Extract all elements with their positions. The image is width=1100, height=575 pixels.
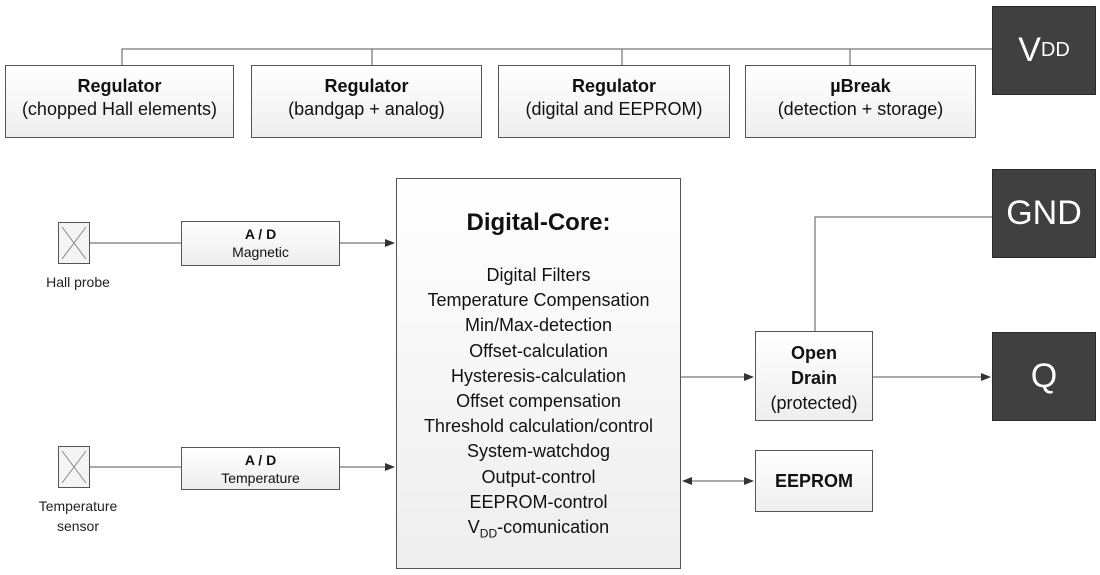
opendrain-to-gnd-line: [814, 216, 992, 331]
ubreak-box: µBreak (detection + storage): [745, 65, 976, 138]
hall-probe-label: Hall probe: [46, 274, 110, 290]
ad-temperature-top: A / D: [244, 452, 277, 468]
cross-icon: [61, 450, 87, 484]
eeprom-box: EEPROM: [755, 450, 873, 512]
gnd-pin-label: GND: [1006, 194, 1082, 232]
digital-core-title: Digital-Core:: [466, 209, 611, 236]
vdd-comm-sub: DD: [479, 526, 498, 541]
regulator-digital-title: Regulator: [571, 76, 656, 96]
vdd-bus-line: [121, 48, 992, 65]
hall-probe-icon: [58, 222, 90, 264]
temperature-sensor-label-line1: Temperature: [38, 498, 118, 514]
ad-temperature-bottom: Temperature: [221, 470, 300, 486]
open-drain-line1: Open: [790, 343, 837, 363]
core-function: Threshold calculation/control: [423, 416, 654, 437]
open-drain-line2: Drain: [790, 368, 837, 388]
core-function-vdd-communication: VDD-comunication: [397, 515, 680, 547]
core-function: Temperature Compensation: [427, 290, 650, 311]
vdd-comm-suffix: -comunication: [497, 517, 610, 538]
core-function: Digital Filters: [486, 265, 591, 285]
open-drain-line3: (protected): [770, 393, 858, 413]
ubreak-subtitle: (detection + storage): [777, 99, 944, 119]
core-function: Min/Max-detection: [464, 315, 613, 336]
regulator-digital-box: Regulator (digital and EEPROM): [498, 65, 730, 138]
vdd-pin-main: V: [1018, 31, 1041, 69]
regulator-analog-title: Regulator: [324, 76, 409, 96]
q-pin-label: Q: [1030, 357, 1058, 395]
vdd-pin-sub: DD: [1040, 39, 1070, 61]
ad-temperature-box: A / D Temperature: [181, 447, 340, 490]
ad-magnetic-bottom: Magnetic: [232, 244, 289, 260]
open-drain-box: Open Drain (protected): [755, 331, 873, 421]
temperature-sensor-label-line2: sensor: [56, 518, 100, 534]
regulator-hall-box: Regulator (chopped Hall elements): [5, 65, 234, 138]
cross-icon: [61, 226, 87, 260]
core-function: EEPROM-control: [469, 491, 608, 512]
core-function: Offset-calculation: [469, 340, 608, 361]
regulator-analog-subtitle: (bandgap + analog): [288, 99, 445, 119]
ad-magnetic-box: A / D Magnetic: [181, 221, 340, 266]
core-function: Output-control: [481, 466, 596, 487]
core-function: Offset compensation: [456, 391, 621, 412]
gnd-pin: GND: [992, 169, 1096, 258]
regulator-analog-box: Regulator (bandgap + analog): [251, 65, 482, 138]
regulator-digital-subtitle: (digital and EEPROM): [525, 99, 703, 119]
q-pin: Q: [992, 332, 1096, 421]
digital-core-box: Digital-Core: Digital Filters Temperatur…: [396, 178, 681, 569]
ubreak-title: µBreak: [830, 76, 891, 96]
temperature-sensor-icon: [58, 446, 90, 488]
core-function: Hysteresis-calculation: [450, 365, 627, 386]
regulator-hall-subtitle: (chopped Hall elements): [21, 99, 218, 119]
eeprom-label: EEPROM: [774, 470, 853, 491]
temperature-sensor-label: Temperature sensor: [14, 496, 142, 536]
vdd-comm-prefix: V: [467, 517, 480, 538]
regulator-hall-title: Regulator: [77, 76, 162, 96]
core-function: System-watchdog: [466, 441, 611, 462]
ad-magnetic-top: A / D: [244, 226, 277, 242]
